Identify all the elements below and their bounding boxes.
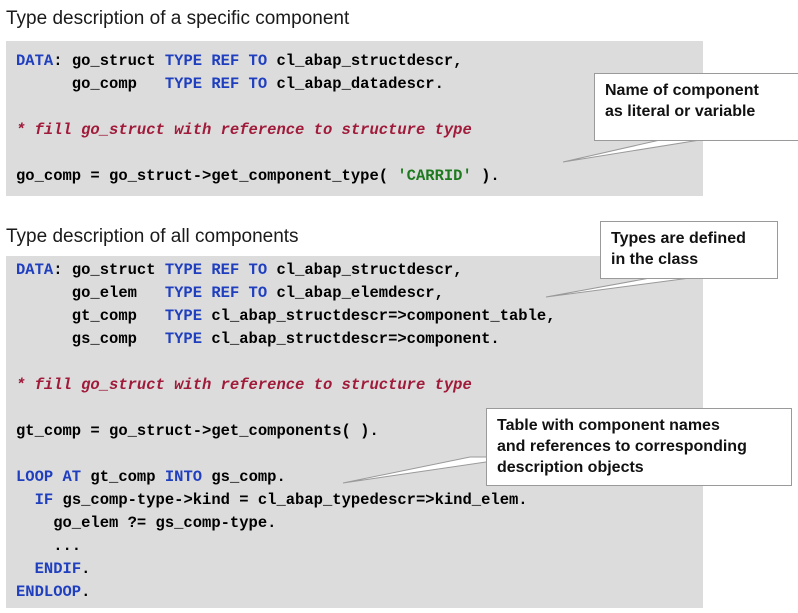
code-listing: DATA: go_struct TYPE REF TO cl_abap_stru… <box>16 259 556 604</box>
code-listing: DATA: go_struct TYPE REF TO cl_abap_stru… <box>16 50 500 188</box>
callout-line: description objects <box>497 459 644 476</box>
callout-types-defined: Types are defined in the class <box>600 221 778 279</box>
code-line: gt_comp = go_struct->get_components( ). <box>16 422 379 440</box>
code-line: DATA: go_struct TYPE REF TO cl_abap_stru… <box>16 261 463 279</box>
callout-line: Types are defined <box>611 230 746 247</box>
code-comment: * fill go_struct with reference to struc… <box>16 121 472 139</box>
callout-line: in the class <box>611 251 699 268</box>
callout-line: Table with component names <box>497 417 720 434</box>
code-line: ENDIF. <box>34 560 91 578</box>
code-line: go_elem ?= gs_comp-type. <box>16 514 277 532</box>
callout-line: and references to corresponding <box>497 438 747 455</box>
code-line: DATA: go_struct TYPE REF TO cl_abap_stru… <box>16 52 463 70</box>
callout-component-name: Name of component as literal or variable <box>594 73 798 141</box>
callout-line: as literal or variable <box>605 103 756 120</box>
code-block-specific-component: DATA: go_struct TYPE REF TO cl_abap_stru… <box>6 41 703 196</box>
callout-component-table: Table with component names and reference… <box>486 408 792 486</box>
code-line: IF gs_comp-type->kind = cl_abap_typedesc… <box>34 491 528 509</box>
section1-heading: Type description of a specific component <box>6 8 350 29</box>
code-line: ... <box>16 537 82 555</box>
code-line: go_comp = go_struct->get_component_type(… <box>16 167 500 185</box>
code-line: LOOP AT gt_comp INTO gs_comp. <box>16 468 286 486</box>
code-line: ENDLOOP. <box>16 583 91 601</box>
code-line: gs_comp TYPE cl_abap_structdescr=>compon… <box>16 330 500 348</box>
code-line: go_elem TYPE REF TO cl_abap_elemdescr, <box>16 284 444 302</box>
code-line: go_comp TYPE REF TO cl_abap_datadescr. <box>16 75 444 93</box>
code-comment: * fill go_struct with reference to struc… <box>16 376 472 394</box>
callout-line: Name of component <box>605 82 759 99</box>
section2-heading: Type description of all components <box>6 226 299 247</box>
code-line: gt_comp TYPE cl_abap_structdescr=>compon… <box>16 307 556 325</box>
